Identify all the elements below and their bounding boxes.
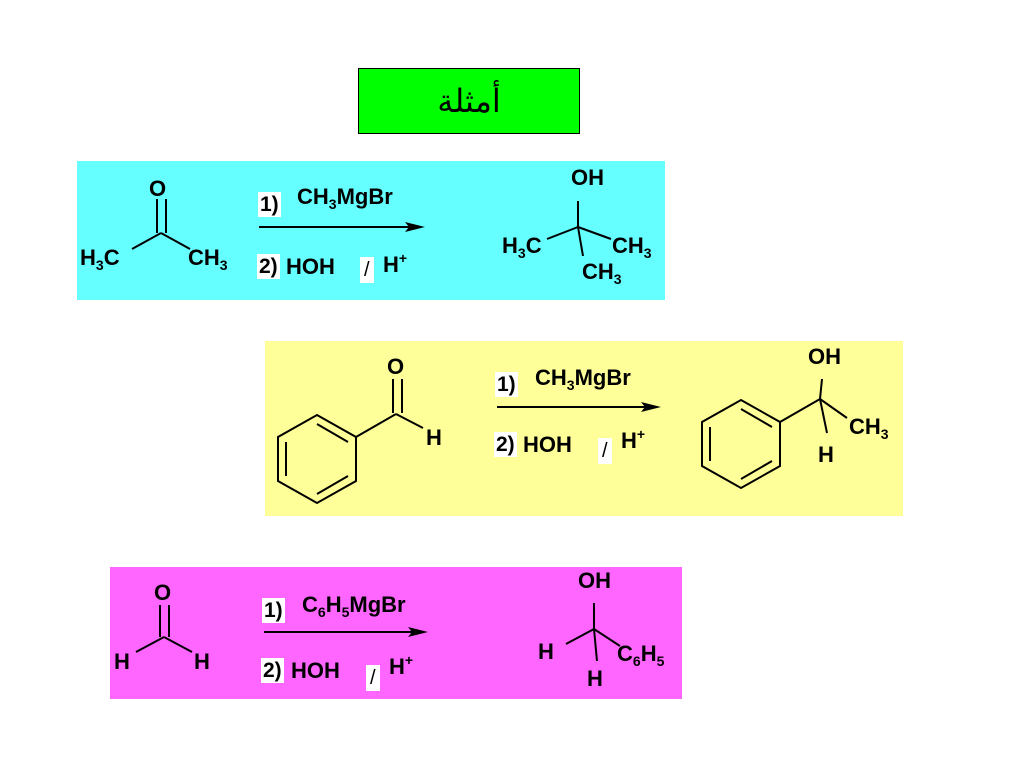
reagent-1-water: HOH [286,254,335,279]
product-1-bottom-methyl: CH3 [582,259,622,287]
product-2-hydrogen: H [818,442,834,467]
product-1-hydroxyl: OH [571,165,604,190]
reagent-1-acid: H+ [383,250,408,277]
reaction-panel-3: O H H 1) C6H5MgBr 2) HOH / H+ OH H C6H5 … [110,567,682,699]
reagent-3-acid: H+ [389,652,414,679]
step-2-number: 2) [261,658,284,683]
reagent-3-water: HOH [291,658,340,683]
step-2-number: 2) [494,432,517,457]
product-3-phenyl: C6H5 [617,641,665,669]
step-1-number: 1) [258,192,281,217]
reagent-2-acid: H+ [621,426,646,453]
reaction-panel-2: O H 1) CH3MgBr 2) HOH / H+ OH CH3 H [265,341,903,516]
reactant-3-left-h: H [114,649,130,674]
title-text: أمثلة [437,82,501,120]
reaction-panel-1: O H3C CH3 1) CH3MgBr 2) HOH / H+ OH H3C … [77,161,665,300]
reactant-1-right-methyl: CH3 [188,245,228,273]
reactant-2-aldehyde-h: H [426,425,442,450]
step-2-number: 2) [257,254,280,279]
title-box: أمثلة [358,68,580,134]
reactant-2-oxygen: O [387,354,405,379]
product-3-left-h: H [538,639,554,664]
reagent-2-water: HOH [523,432,572,457]
reagent-2-slash: / [598,438,612,464]
reaction-3-bonds [135,603,621,662]
reagent-1-grignard: CH3MgBr [297,184,393,212]
reactant-3-right-h: H [194,649,210,674]
product-3-bottom-h: H [587,666,603,691]
reactant-1-left-methyl: H3C [80,245,120,273]
product-1-right-methyl: CH3 [612,233,652,261]
step-1-number: 1) [262,598,285,623]
reagent-3-grignard: C6H5MgBr [302,592,406,620]
reagent-2-grignard: CH3MgBr [535,365,631,393]
product-2-methyl: CH3 [849,414,889,442]
reactant-1-oxygen: O [149,176,167,201]
product-2-hydroxyl: OH [808,344,841,369]
reaction-2-bonds [277,378,848,505]
reaction-1-bonds [131,199,612,257]
reagent-3-slash: / [366,665,380,691]
product-3-hydroxyl: OH [578,568,611,593]
step-1-number: 1) [495,372,518,397]
reactant-3-oxygen: O [154,580,172,605]
product-1-left-methyl: H3C [502,233,542,261]
reagent-1-slash: / [360,257,374,283]
